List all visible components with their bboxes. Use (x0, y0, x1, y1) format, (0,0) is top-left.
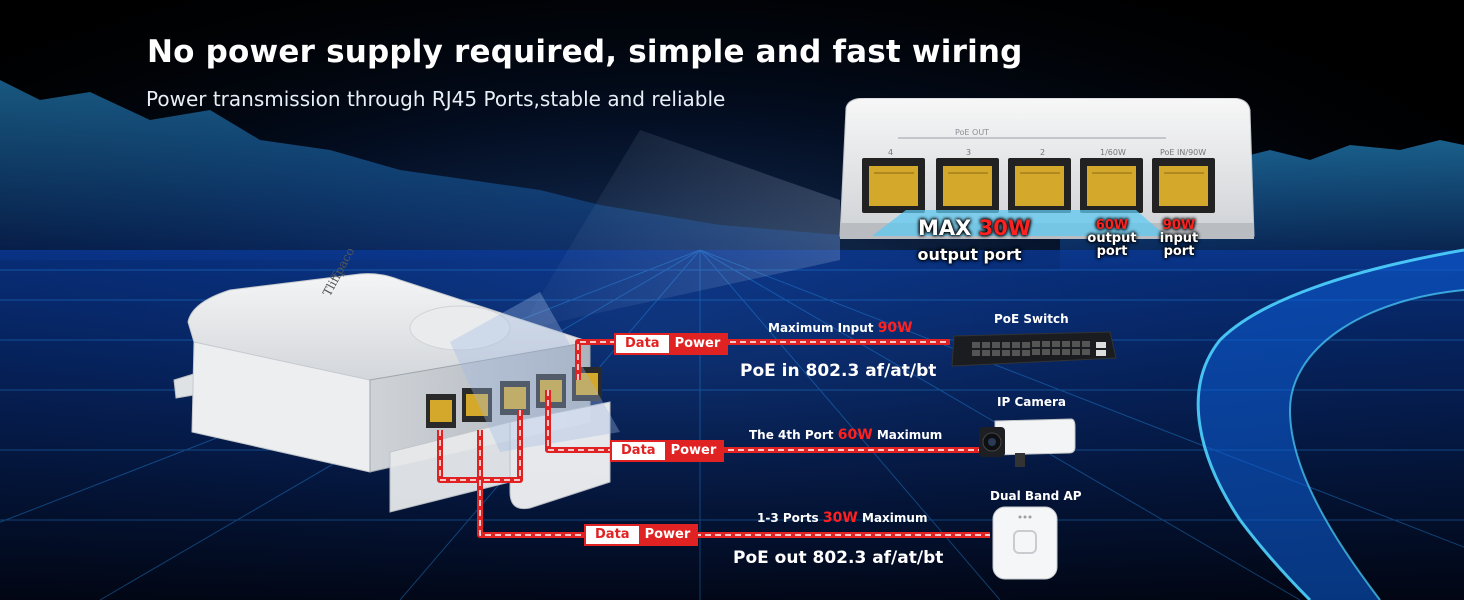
output-port-label: output port (917, 245, 1022, 264)
poe-switch-label: PoE Switch (994, 312, 1069, 326)
poe-in-standard: PoE in 802.3 af/at/bt (740, 361, 937, 381)
port-number-1: 1/60W (1100, 148, 1126, 157)
data-power-tag-camera: Data Power (610, 440, 725, 462)
ip-camera-label: IP Camera (997, 395, 1066, 409)
tag-power-label: Power (638, 526, 697, 544)
data-power-tag-switch: Data Power (614, 333, 729, 355)
poe-switch-image (951, 331, 1117, 367)
ports-1-3-line: 1-3 Ports 30W Maximum (757, 510, 928, 526)
port-number-in: PoE IN/90W (1160, 148, 1207, 157)
dual-band-ap-label: Dual Band AP (990, 489, 1082, 503)
ip-camera-image (979, 418, 1076, 467)
input-90w-label: 90W input port (1159, 218, 1199, 259)
fourth-port-line: The 4th Port 60W Maximum (749, 427, 943, 443)
tag-data-label: Data (586, 526, 639, 544)
max-30w-label: MAX 30W (917, 216, 1032, 240)
tag-power-label: Power (668, 335, 727, 353)
port-number-3: 3 (966, 148, 972, 157)
page-title: No power supply required, simple and fas… (147, 34, 1023, 70)
tag-data-label: Data (616, 335, 669, 353)
tag-data-label: Data (612, 442, 665, 460)
poe-extender-device-image (173, 273, 620, 513)
poe-out-header: PoE OUT (955, 128, 990, 137)
port-number-2: 2 (1040, 148, 1046, 157)
access-point-image (992, 506, 1058, 580)
cable-lines (437, 339, 990, 538)
port-number-4: 4 (888, 148, 894, 157)
max-input-line: Maximum Input 90W (768, 320, 913, 336)
output-60w-label: 60W output port (1087, 218, 1137, 259)
data-power-tag-ap: Data Power (584, 524, 699, 546)
switch-closeup-image (839, 98, 1255, 239)
page-subtitle: Power transmission through RJ45 Ports,st… (146, 87, 726, 111)
poe-out-standard: PoE out 802.3 af/at/bt (733, 548, 944, 568)
tag-power-label: Power (664, 442, 723, 460)
